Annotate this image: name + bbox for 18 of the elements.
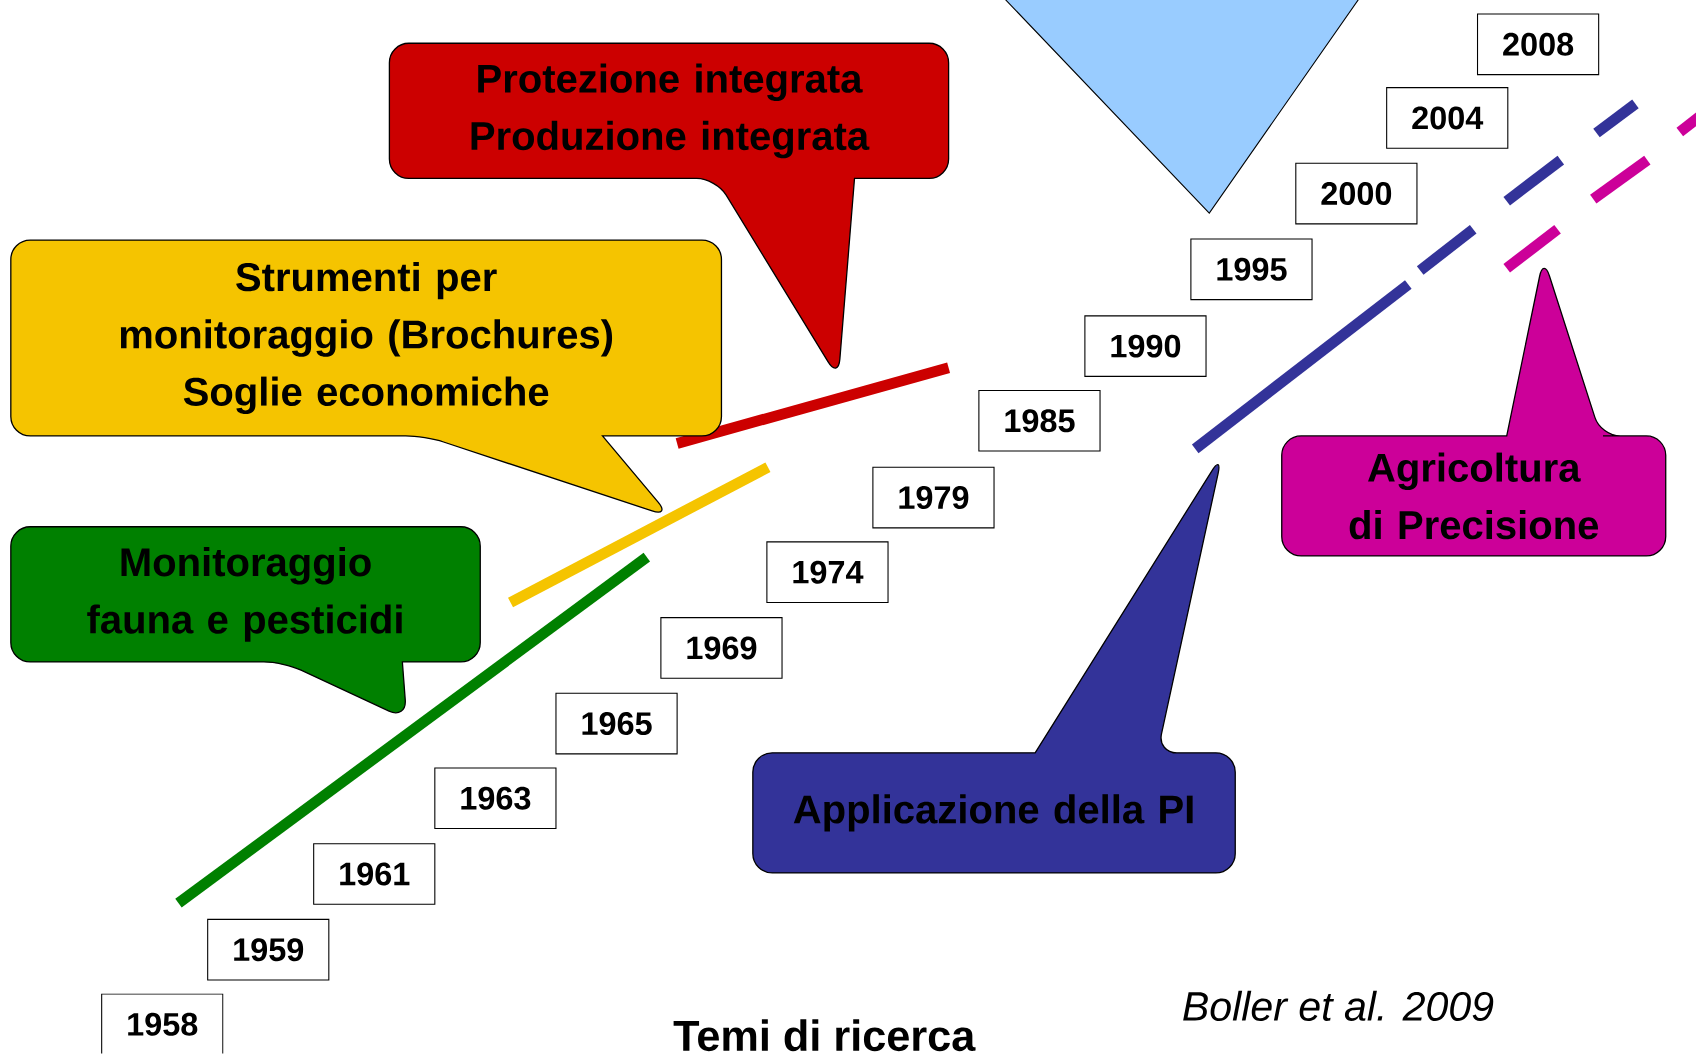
year-box: 1969 bbox=[660, 617, 783, 679]
year-box: 2000 bbox=[1295, 163, 1418, 225]
citation: Boller et al. 2009 bbox=[1183, 991, 1494, 1022]
callout-box: Monitoraggio fauna e pesticidi bbox=[10, 526, 481, 714]
year-box: 1995 bbox=[1190, 238, 1313, 301]
year-box: 1963 bbox=[434, 767, 557, 830]
year-box: 2008 bbox=[1477, 13, 1600, 76]
callout-box: Strumenti per monitoraggio (Brochures) Soglie economiche bbox=[10, 239, 723, 513]
year-box: 1979 bbox=[872, 466, 995, 529]
year-box: 1990 bbox=[1084, 315, 1207, 378]
year-box: 2004 bbox=[1386, 87, 1509, 149]
year-box: 1958 bbox=[101, 993, 224, 1054]
year-box: 1959 bbox=[207, 919, 330, 981]
year-box: 1965 bbox=[555, 693, 678, 755]
year-box: 1961 bbox=[313, 843, 436, 906]
year-box: 1985 bbox=[978, 390, 1101, 452]
year-box: 1974 bbox=[766, 541, 889, 604]
title: Temi di ricerca bbox=[673, 1019, 976, 1052]
